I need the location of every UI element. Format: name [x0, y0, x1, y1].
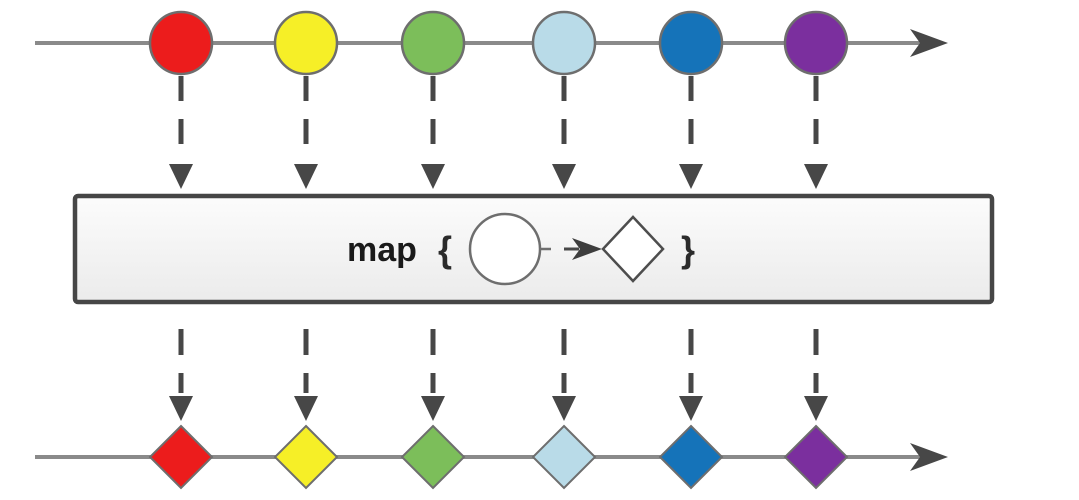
- source-marble-blue: [658, 10, 724, 76]
- source-marble-purple: [783, 10, 849, 76]
- arrowhead-down-icon: [804, 396, 828, 421]
- operator-input-circle-icon: [468, 212, 542, 286]
- result-marble-light-blue: [531, 424, 597, 490]
- arrowhead-down-icon: [294, 164, 318, 189]
- arrowhead-down-icon: [679, 396, 703, 421]
- source-timeline-arrowhead-icon: [910, 29, 948, 57]
- source-to-operator-arrows: [178, 76, 819, 162]
- transform-arrowhead-icon: [572, 238, 602, 260]
- operator-close-brace: }: [681, 229, 695, 270]
- arrowhead-down-icon: [169, 396, 193, 421]
- arrowhead-down-icon: [421, 164, 445, 189]
- source-marble-yellow: [273, 10, 339, 76]
- operator-to-result-arrowheads: [169, 396, 828, 421]
- arrowhead-down-icon: [679, 164, 703, 189]
- result-marble-blue: [658, 424, 724, 490]
- result-marble-red: [148, 424, 214, 490]
- arrowhead-down-icon: [169, 164, 193, 189]
- source-to-operator-arrowheads: [169, 164, 828, 189]
- operator-to-result-arrows: [178, 329, 819, 393]
- arrowhead-down-icon: [294, 396, 318, 421]
- operator-box: map { }: [72, 193, 995, 305]
- result-timeline: [35, 424, 948, 490]
- arrowhead-down-icon: [804, 164, 828, 189]
- operator-open-brace: {: [438, 229, 452, 270]
- operator-output-diamond-icon: [601, 215, 665, 283]
- arrowhead-down-icon: [552, 396, 576, 421]
- source-marble-light-blue: [531, 10, 597, 76]
- result-marble-purple: [783, 424, 849, 490]
- result-timeline-arrowhead-icon: [910, 443, 948, 471]
- source-marble-red: [148, 10, 214, 76]
- source-timeline: [35, 10, 948, 76]
- result-marble-yellow: [273, 424, 339, 490]
- arrowhead-down-icon: [552, 164, 576, 189]
- source-marble-green: [400, 10, 466, 76]
- arrowhead-down-icon: [421, 396, 445, 421]
- result-marble-green: [400, 424, 466, 490]
- operator-name-label: map: [347, 231, 417, 269]
